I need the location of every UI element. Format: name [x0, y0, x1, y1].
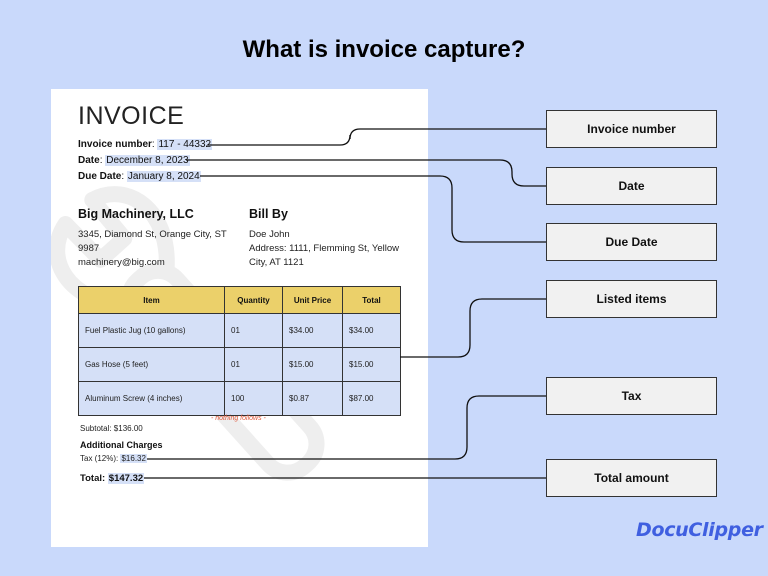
invoice-date-line: Date: December 8, 2023 [78, 155, 190, 166]
connector-date [186, 159, 546, 187]
total-value: $147.32 [107, 473, 145, 484]
invoice-number-line: Invoice number: 117 - 44332 [78, 139, 213, 150]
total-label: Total: [80, 473, 106, 484]
invoice-due-value: January 8, 2024 [126, 171, 201, 182]
table-row: Gas Hose (5 feet) 01 $15.00 $15.00 [78, 347, 401, 382]
bill-to-name: Doe John [249, 229, 290, 240]
invoice-due-line: Due Date: January 8, 2024 [78, 171, 201, 182]
row-quantity: 01 [224, 347, 283, 382]
row-total: $87.00 [342, 381, 401, 416]
table-row: Aluminum Screw (4 inches) 100 $0.87 $87.… [78, 381, 401, 416]
tax-label: Tax (12%): [80, 454, 119, 463]
row-quantity: 01 [224, 313, 283, 348]
seller-name: Big Machinery, LLC [78, 207, 194, 221]
callout-date: Date [546, 167, 717, 205]
callout-tax: Tax [546, 377, 717, 415]
invoice-date-value: December 8, 2023 [105, 155, 190, 166]
row-unit-price: $15.00 [282, 347, 343, 382]
header-unit-price: Unit Price [282, 286, 343, 314]
invoice-document: INVOICE Invoice number: 117 - 44332 Date… [51, 89, 428, 547]
items-table: Item Quantity Unit Price Total Fuel Plas… [78, 286, 401, 416]
row-quantity: 100 [224, 381, 283, 416]
callout-due-date: Due Date [546, 223, 717, 261]
nothing-follows-note: - nothing follows - [211, 415, 266, 422]
seller-details: 3345, Diamond St, Orange City, ST 9987 m… [78, 228, 238, 270]
tax-value: $16.32 [120, 454, 147, 463]
seller-address: 3345, Diamond St, Orange City, ST 9987 [78, 229, 227, 254]
row-total: $34.00 [342, 313, 401, 348]
connector-listed-items [400, 298, 546, 358]
tax-line: Tax (12%): $16.32 [80, 454, 147, 463]
bill-to-details: Doe John Address: 1111, Flemming St, Yel… [249, 228, 409, 270]
row-item: Gas Hose (5 feet) [78, 347, 225, 382]
connector-invoice-number [208, 128, 546, 146]
invoice-number-label: Invoice number [78, 139, 152, 150]
invoice-date-label: Date [78, 155, 100, 166]
invoice-due-label: Due Date [78, 171, 122, 182]
additional-charges-heading: Additional Charges [80, 440, 163, 450]
seller-email: machinery@big.com [78, 257, 165, 268]
bill-to-heading: Bill By [249, 207, 288, 221]
connector-tax [147, 395, 546, 460]
callout-total-amount: Total amount [546, 459, 717, 497]
header-quantity: Quantity [224, 286, 283, 314]
subtotal: Subtotal: $136.00 [80, 424, 143, 433]
row-item: Fuel Plastic Jug (10 gallons) [78, 313, 225, 348]
connector-due-date [200, 175, 546, 243]
page-title: What is invoice capture? [242, 36, 526, 63]
invoice-number-value: 117 - 44332 [157, 139, 213, 150]
callout-listed-items: Listed items [546, 280, 717, 318]
callout-invoice-number: Invoice number [546, 110, 717, 148]
invoice-heading: INVOICE [78, 102, 185, 130]
bill-to-address: Address: 1111, Flemming St, Yellow City,… [249, 243, 399, 268]
table-row: Fuel Plastic Jug (10 gallons) 01 $34.00 … [78, 313, 401, 348]
header-total: Total [342, 286, 401, 314]
row-item: Aluminum Screw (4 inches) [78, 381, 225, 416]
total-line: Total: $147.32 [80, 473, 145, 484]
docuclipper-logo: DocuClipper [636, 519, 763, 541]
